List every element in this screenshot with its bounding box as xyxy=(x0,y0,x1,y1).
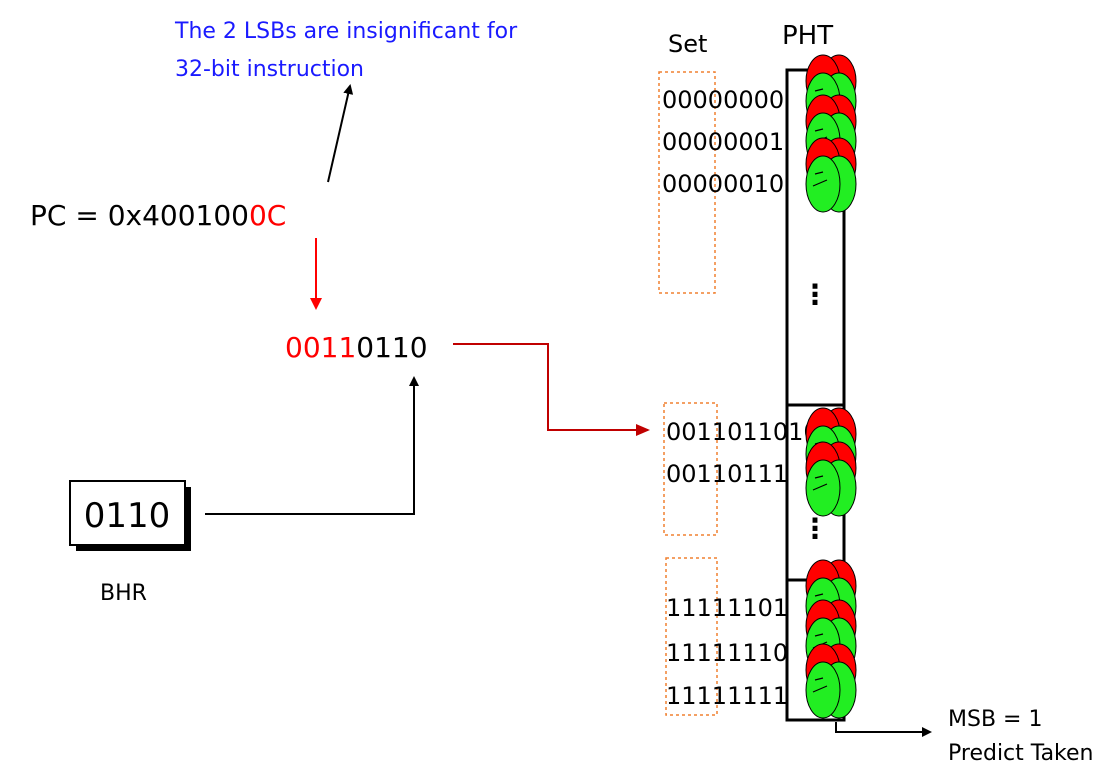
result-line-1: MSB = 1 xyxy=(948,707,1042,732)
set-label-3: 0011011010 xyxy=(666,418,819,446)
bhr-box xyxy=(69,480,186,546)
set-label-6: 11111110 xyxy=(666,639,788,667)
set-label-0: 00000000 xyxy=(662,86,784,114)
note-line-2: 32-bit instruction xyxy=(175,57,364,82)
pc-text: PC = 0x4001000C xyxy=(30,199,286,232)
bhr-label: BHR xyxy=(100,581,147,606)
pht-ellipsis-2: ⋮ xyxy=(801,512,829,545)
result-line-2: Predict Taken xyxy=(948,741,1093,766)
set-label-7: 11111111 xyxy=(666,682,788,710)
note-line-1: The 2 LSBs are insignificant for xyxy=(174,19,518,44)
pht-ellipsis-1: ⋮ xyxy=(801,278,829,311)
index-value: 00110110 xyxy=(285,331,428,364)
set-box-bottom xyxy=(665,557,718,716)
bhr-to-index-arrow xyxy=(205,376,419,515)
counter-green-front-4 xyxy=(805,459,841,517)
bhr-value: 0110 xyxy=(84,496,171,536)
index-to-set-arrow xyxy=(453,343,650,436)
counter-tick-7 xyxy=(812,677,828,693)
set-label-5: 11111101 xyxy=(666,594,788,622)
result-arrow xyxy=(835,722,932,737)
counter-green-front-2 xyxy=(805,155,841,213)
set-box-middle xyxy=(663,402,718,536)
counter-tick-4 xyxy=(812,475,828,491)
set-header: Set xyxy=(668,30,707,58)
set-label-1: 00000001 xyxy=(662,128,784,156)
set-label-2: 00000010 xyxy=(662,170,784,198)
note-arrow xyxy=(327,84,354,183)
pht-header: PHT xyxy=(782,21,833,51)
set-label-4: 00110111 xyxy=(666,460,788,488)
counter-green-front-7 xyxy=(805,661,841,719)
counter-icons-group xyxy=(805,54,857,719)
counter-tick-2 xyxy=(812,171,828,187)
